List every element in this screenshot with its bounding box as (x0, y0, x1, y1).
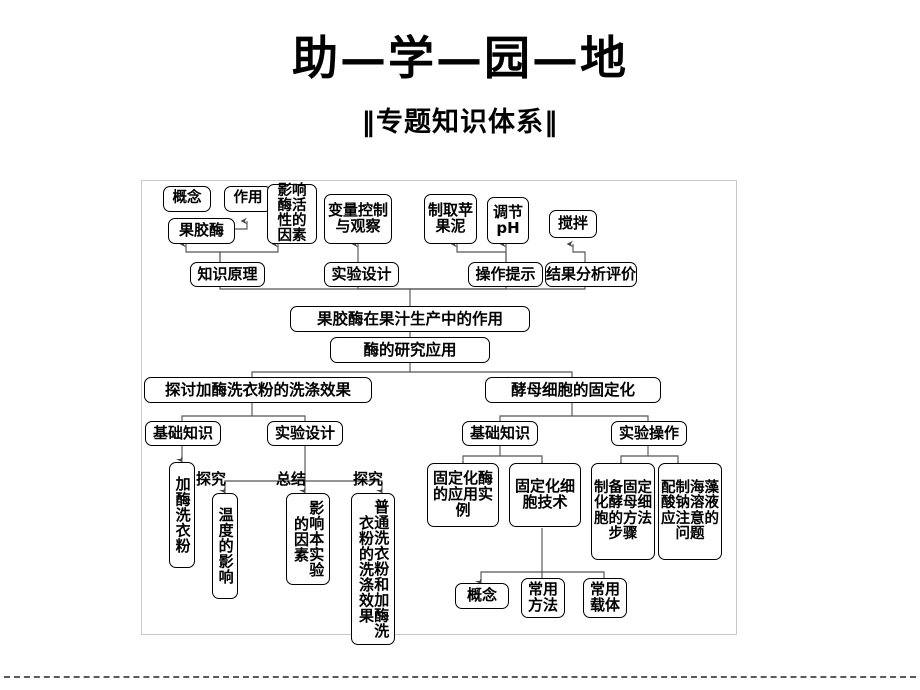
node-label: 制取苹果泥 (428, 201, 474, 235)
node-bianliang-kongzhi[interactable]: 变量控制与观察 (324, 194, 392, 244)
node-label: 影响酶活性的因素 (277, 182, 307, 245)
node-shiyan-sheji-top[interactable]: 实验设计 (324, 262, 399, 287)
node-label: 常用方法 (527, 580, 558, 614)
node-changyong-zaiti[interactable]: 常用载体 (583, 578, 627, 618)
node-zuoyong[interactable]: 作用 (224, 186, 272, 212)
node-label: 加酶洗衣粉 (173, 476, 192, 554)
node-yingxiang-benshiyan-yinsu-vertical[interactable]: 影响本实验的因素 (286, 493, 330, 585)
node-guojiaomei[interactable]: 果胶酶 (168, 218, 235, 244)
node-jiaoban[interactable]: 搅拌 (549, 210, 597, 238)
node-label: 固定化酶的应用实例 (432, 469, 493, 519)
edge-label-zongjie: 总结 (276, 470, 307, 488)
node-label: 影响本实验的因素 (292, 500, 326, 578)
node-guojiaomei-guozhi-shengchan[interactable]: 果胶酶在果汁生产中的作用 (290, 306, 530, 332)
node-tiaojie-ph[interactable]: 调节 pH (487, 197, 529, 244)
node-gainian-bottom[interactable]: 概念 (455, 583, 509, 609)
footer-divider (4, 676, 916, 678)
node-gudinghua-xibao-jishu[interactable]: 固定化细胞技术 (509, 463, 581, 527)
edge-label-tanjiu-2: 探究 (353, 470, 384, 488)
node-jichu-zhishi-left[interactable]: 基础知识 (145, 421, 221, 446)
node-jiaomu-xibao-gudinghua[interactable]: 酵母细胞的固定化 (485, 377, 661, 403)
node-zhibei-gudinghua-jiaomu[interactable]: 制备固定化酵母细胞的方法步骤 (591, 463, 655, 560)
edge-label-tanjiu-1: 探究 (196, 470, 227, 488)
node-jieguo-fenxi-pingjia[interactable]: 结果分析评价 (545, 262, 637, 287)
node-label: 普通洗衣粉和加酶洗衣粉的洗涤效果 (357, 499, 391, 639)
node-gainian-top[interactable]: 概念 (163, 186, 211, 212)
node-shiyan-sheji-left[interactable]: 实验设计 (267, 421, 343, 446)
node-changyong-fangfa[interactable]: 常用方法 (521, 578, 565, 618)
node-jichu-zhishi-right[interactable]: 基础知识 (462, 421, 538, 446)
node-label: 常用载体 (589, 580, 620, 614)
node-yingxiang-mei-huoxing[interactable]: 影响酶活性的因素 (267, 182, 317, 245)
node-label: 制备固定化酵母细胞的方法步骤 (594, 480, 652, 542)
node-label: 调节 pH (492, 202, 523, 237)
section-subtitle: ‖专题知识体系‖ (361, 107, 559, 138)
node-label: 变量控制与观察 (328, 201, 389, 235)
node-tantao-jiamei-xiyifen[interactable]: 探讨加酶洗衣粉的洗涤效果 (144, 377, 372, 403)
node-zhishi-yuanli[interactable]: 知识原理 (190, 262, 265, 287)
node-jiamei-xiyifen-vertical[interactable]: 加酶洗衣粉 (169, 462, 195, 568)
node-peizhi-haizaosuanna[interactable]: 配制海藻酸钠溶液应注意的问题 (658, 463, 722, 560)
node-wendu-yingxiang-vertical[interactable]: 温度的影响 (212, 493, 238, 599)
node-label: 固定化细胞技术 (514, 477, 575, 511)
node-shiyan-caozuo[interactable]: 实验操作 (611, 421, 687, 446)
node-mei-yanjiu-yingyong[interactable]: 酶的研究应用 (330, 337, 490, 363)
node-gudinghua-mei-yingyong-shili[interactable]: 固定化酶的应用实例 (427, 463, 499, 527)
node-xidi-xiaoguo-vertical[interactable]: 普通洗衣粉和加酶洗衣粉的洗涤效果 (351, 493, 395, 645)
node-label: 配制海藻酸钠溶液应注意的问题 (661, 480, 719, 542)
node-caozuo-tishi[interactable]: 操作提示 (468, 262, 543, 287)
node-label: 温度的影响 (216, 507, 235, 585)
node-zhiqu-pingguoni[interactable]: 制取苹果泥 (424, 194, 477, 244)
page-title: 助—学—园—地 (292, 31, 628, 85)
